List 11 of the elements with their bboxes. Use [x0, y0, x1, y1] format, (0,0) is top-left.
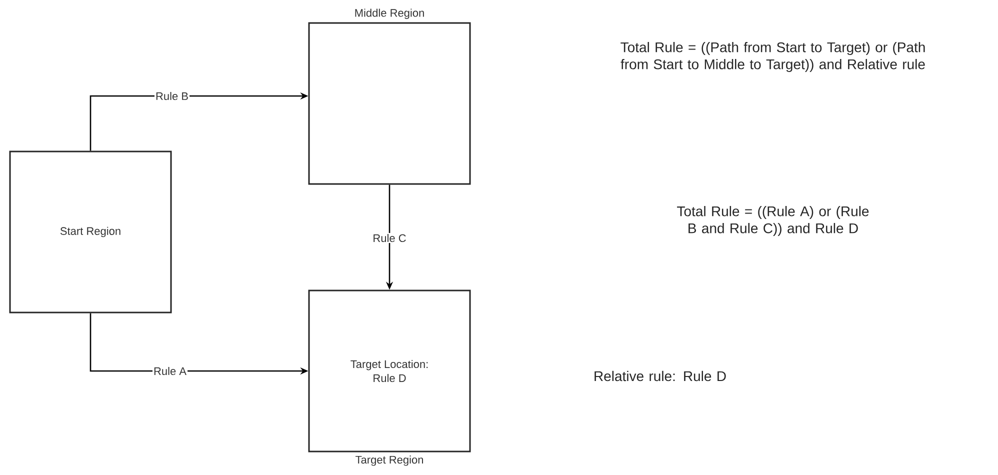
- region-box: Start Region: [9, 150, 172, 314]
- region-box: Target Location: Rule D Target Region: [308, 290, 471, 466]
- node-label: Target Region: [356, 456, 424, 466]
- region-box: Middle Region: [308, 8, 471, 185]
- note-text: Total Rule = ((Rule A) or (Rule B and Rule C)) and Rule D: [677, 206, 869, 236]
- edge-label: Rule C: [372, 232, 408, 244]
- note-text: Relative rule: Rule D: [594, 370, 726, 382]
- note-text: Total Rule = ((Path from Start to Target) or (Path from Start to Middle to Target)) and Relative rule: [620, 42, 925, 72]
- edge-label: Rule A: [152, 366, 188, 376]
- node-label: Middle Region: [355, 8, 424, 19]
- edge-label: Rule B: [154, 90, 190, 102]
